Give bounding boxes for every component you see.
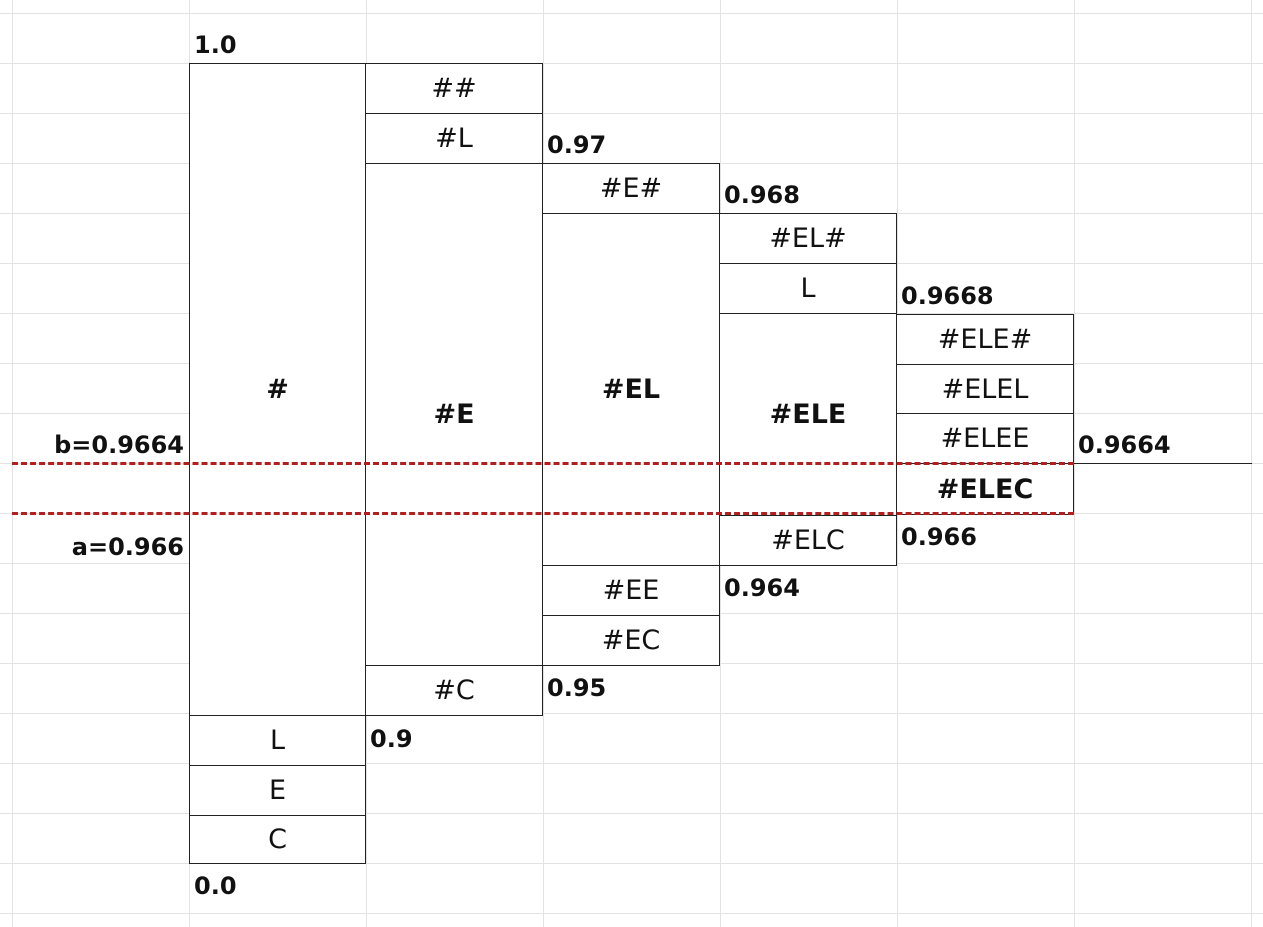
cell-c: C: [189, 815, 366, 864]
cell-el: #EL: [542, 213, 720, 566]
cell-el-l: L: [719, 263, 897, 314]
cell-elee: #ELEE: [896, 413, 1074, 464]
cell-elel: #ELEL: [896, 364, 1074, 414]
value-label-col3-lower: 0.964: [724, 574, 800, 602]
a-bound-label: a=0.966: [71, 533, 184, 561]
value-label-col3-upper: 0.968: [724, 181, 800, 209]
cell-el-hash: #EL#: [719, 213, 897, 264]
cell-hash-e: #E: [365, 163, 543, 666]
b-bound-label: b=0.9664: [54, 431, 184, 459]
value-label-col5: 0.9664: [1078, 431, 1171, 459]
cell-ec: #EC: [542, 615, 720, 666]
cell-hash: #: [189, 63, 366, 716]
value-label-col4-upper: 0.9668: [901, 282, 994, 310]
cell-ele: #ELE: [719, 313, 897, 516]
lower-bound-dashed-line: [12, 512, 1074, 515]
upper-bound-dashed-line: [12, 462, 1074, 465]
cell-elc: #ELC: [719, 515, 897, 566]
cell-elec: #ELEC: [896, 463, 1074, 515]
cell-ee: #EE: [542, 565, 720, 616]
cell-ele-hash: #ELE#: [896, 314, 1074, 365]
value-label-col1-split: 0.9: [370, 725, 413, 753]
boundary-line: [1074, 463, 1252, 464]
cell-hash-hash: ##: [365, 63, 543, 114]
cell-hash-l: #L: [365, 113, 543, 164]
cell-e: E: [189, 765, 366, 816]
cell-hash-c: #C: [365, 665, 543, 716]
cell-l: L: [189, 715, 366, 766]
value-label-top: 1.0: [194, 31, 237, 59]
value-label-col4-lower: 0.966: [901, 523, 977, 551]
cell-e-hash: #E#: [542, 163, 720, 214]
value-label-col2-upper: 0.97: [547, 131, 607, 159]
value-label-col2-lower: 0.95: [547, 674, 607, 702]
value-label-bottom: 0.0: [194, 872, 237, 900]
